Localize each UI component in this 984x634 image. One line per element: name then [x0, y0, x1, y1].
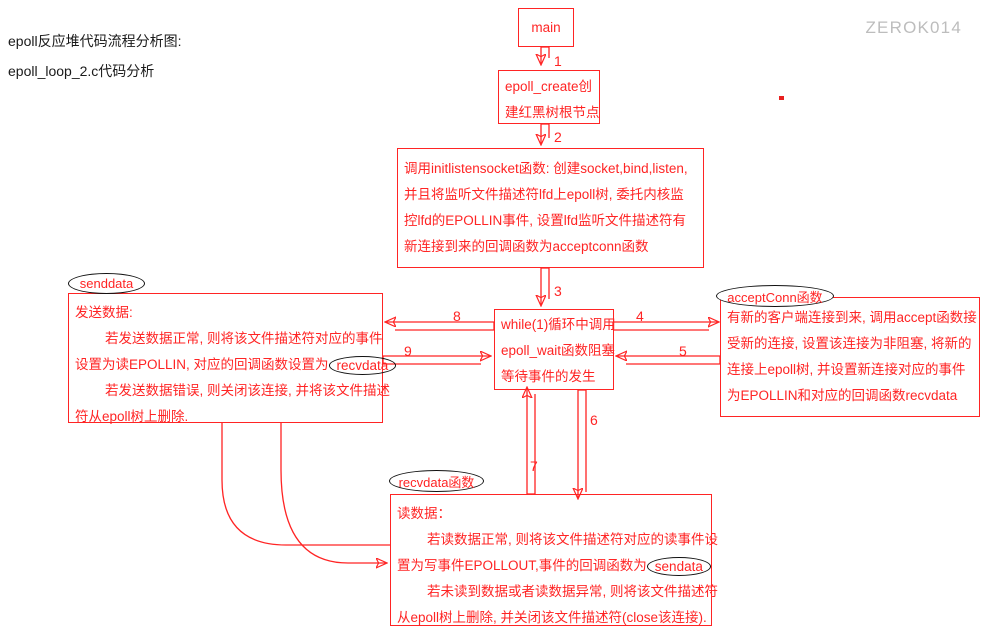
- recvdata-line-3-text-a: 置为写事件EPOLLOUT: [397, 558, 536, 573]
- senddata-line-2: 若发送数据正常, 则将该文件描述符对应的事件: [69, 326, 383, 352]
- initlistensocket-line-3: 控lfd的EPOLLIN事件, 设置lfd监听文件描述符有: [404, 213, 687, 228]
- initlistensocket-line-4: 新连接到来的回调函数为acceptconn函数: [404, 239, 649, 254]
- stray-mark: [779, 96, 784, 100]
- edge-label-5: 5: [679, 343, 687, 359]
- while-loop-line-3: 等待事件的发生: [501, 369, 596, 384]
- recvdata-line-5: 从epoll树上删除, 并关闭该文件描述符(close该连接).: [397, 610, 707, 625]
- epoll-create-line-2: 建红黑树根节点: [505, 105, 600, 120]
- senddata-inline-recvdata-ellipse: recvdata: [328, 355, 397, 375]
- recvdata-tag-label: recvdata函数: [398, 474, 475, 490]
- edge-label-8: 8: [453, 308, 461, 324]
- title-line-2: epoll_loop_2.c代码分析: [8, 63, 155, 79]
- edge-label-3: 3: [554, 283, 562, 299]
- diagram-title: epoll反应堆代码流程分析图: epoll_loop_2.c代码分析: [8, 26, 181, 86]
- acceptconn-line-1: 有新的客户端连接到来, 调用accept函数接: [727, 310, 977, 325]
- senddata-line-2-text: 若发送数据正常, 则将该文件描述符对应的事件: [105, 331, 383, 346]
- senddata-line-4: 若发送数据错误, 则关闭该连接, 并将该文件描述: [69, 378, 390, 404]
- node-tag-senddata: senddata: [68, 273, 145, 294]
- title-line-1: epoll反应堆代码流程分析图:: [8, 33, 182, 49]
- while-loop-line-2: epoll_wait函数阻塞: [501, 343, 616, 358]
- senddata-line-3-text: 设置为读EPOLLIN, 对应的回调函数设置为: [75, 357, 329, 372]
- node-initlistensocket[interactable]: 调用initlistensocket函数: 创建socket,bind,list…: [397, 148, 704, 268]
- edge-label-6: 6: [590, 412, 598, 428]
- node-main-label: main: [531, 20, 561, 35]
- recvdata-line-4-text: 若未读到数据或者读数据异常, 则将该文件描述符: [427, 584, 719, 599]
- node-epoll-create[interactable]: epoll_create创 建红黑树根节点: [498, 70, 600, 124]
- node-senddata[interactable]: 发送数据: 若发送数据正常, 则将该文件描述符对应的事件 设置为读EPOLLIN…: [68, 293, 397, 424]
- acceptconn-line-4: 为EPOLLIN和对应的回调函数recvdata: [727, 388, 958, 403]
- acceptconn-line-2: 受新的连接, 设置该连接为非阻塞, 将新的: [727, 336, 972, 351]
- acceptconn-tag-label: acceptConn函数: [727, 289, 823, 305]
- watermark: ZEROK014: [865, 18, 962, 37]
- edge-label-1: 1: [554, 53, 562, 69]
- recvdata-line-4: 若未读到数据或者读数据异常, 则将该文件描述符: [391, 579, 718, 605]
- recvdata-line-3-text-b: ,事件的回调函数为: [535, 558, 647, 573]
- recvdata-line-1: 读数据：: [397, 506, 451, 521]
- edge-label-9: 9: [404, 343, 412, 359]
- node-tag-recvdata: recvdata函数: [389, 470, 484, 492]
- node-acceptconn[interactable]: 有新的客户端连接到来, 调用accept函数接 受新的连接, 设置该连接为非阻塞…: [720, 297, 980, 417]
- edge-label-7: 7: [530, 458, 538, 474]
- node-tag-acceptconn: acceptConn函数: [716, 285, 834, 307]
- node-main[interactable]: main: [518, 8, 574, 47]
- epoll-create-line-1: epoll_create创: [505, 79, 593, 94]
- initlistensocket-line-1: 调用initlistensocket函数: 创建socket,bind,list…: [404, 161, 688, 176]
- node-while-loop[interactable]: while(1)循环中调用 epoll_wait函数阻塞 等待事件的发生: [494, 309, 616, 390]
- recvdata-inline-sendata-ellipse: sendata: [646, 556, 711, 576]
- recvdata-line-2-text: 若读数据正常, 则将该文件描述符对应的读事件设: [427, 532, 719, 547]
- recvdata-line-2: 若读数据正常, 则将该文件描述符对应的读事件设: [391, 527, 718, 553]
- senddata-tag-label: senddata: [79, 276, 134, 291]
- edge-label-2: 2: [554, 129, 562, 145]
- while-loop-line-1: while(1)循环中调用: [501, 317, 616, 332]
- edge-label-4: 4: [636, 308, 644, 324]
- initlistensocket-line-2: 并且将监听文件描述符lfd上epoll树, 委托内核监: [404, 187, 684, 202]
- senddata-line-1: 发送数据:: [75, 305, 133, 320]
- senddata-line-4-text: 若发送数据错误, 则关闭该连接, 并将该文件描述: [105, 383, 391, 398]
- acceptconn-line-3: 连接上epoll树, 并设置新连接对应的事件: [727, 362, 966, 377]
- node-recvdata[interactable]: 读数据： 若读数据正常, 则将该文件描述符对应的读事件设 置为写事件EPOLLO…: [390, 494, 718, 626]
- senddata-line-5: 符从epoll树上删除.: [75, 409, 189, 424]
